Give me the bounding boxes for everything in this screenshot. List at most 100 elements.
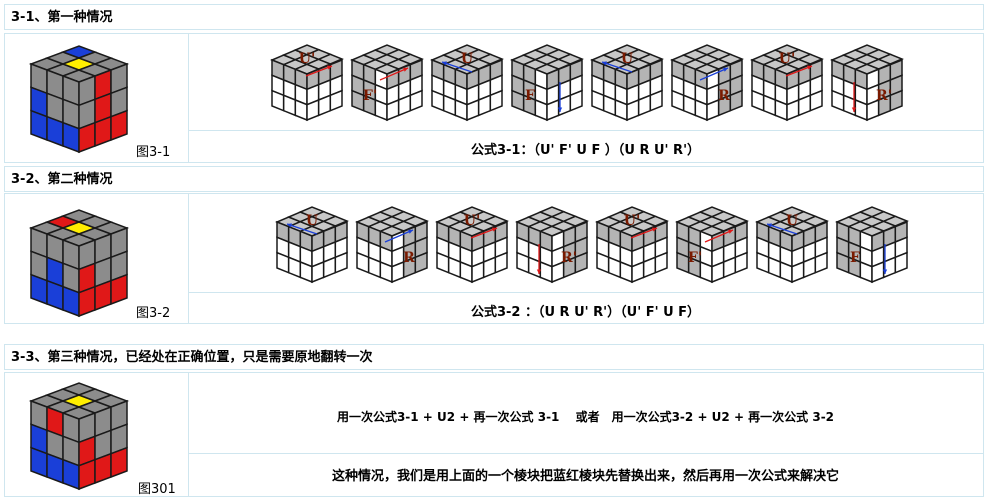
top-sticker: [876, 53, 904, 65]
right-sticker: [110, 446, 128, 479]
arrow-head: [536, 269, 542, 274]
step-cube-3-1-3: U: [430, 44, 504, 122]
right-sticker: [409, 89, 423, 112]
move-label: R: [718, 88, 730, 104]
top-sticker: [321, 215, 349, 227]
step-cube-3-2-7: U: [755, 206, 829, 284]
right-sticker: [110, 273, 128, 306]
move-arrow: [601, 61, 633, 73]
right-sticker: [894, 251, 908, 274]
right-sticker: [809, 89, 823, 112]
arrow-head: [403, 67, 408, 72]
left-sticker: [46, 452, 64, 485]
move-label: U: [461, 51, 473, 67]
top-sticker: [396, 53, 424, 65]
move-label: F: [850, 250, 860, 266]
left-sticker: [62, 458, 80, 491]
top-sticker: [801, 215, 829, 227]
top-sticker: [561, 215, 589, 227]
right-sticker: [78, 285, 96, 318]
cube-figure-3-2: [23, 206, 135, 318]
move-arrow: [704, 229, 734, 243]
left-sticker: [30, 273, 48, 306]
figure-label-3-1: 图3-1: [136, 145, 171, 160]
right-sticker: [110, 109, 128, 142]
top-sticker: [716, 53, 744, 65]
figure-cell-3-3: 图301: [5, 373, 189, 497]
step-cube-3-2-6: F': [675, 206, 749, 284]
step-cube-3-1-6: R: [670, 44, 744, 122]
cube-figure-3-1: [23, 42, 135, 154]
formula-3-2: 公式3-2 ：（U R U' R'）（U' F' U F）: [470, 305, 701, 320]
left-sticker: [62, 285, 80, 318]
step-cube-3-1-1: U': [270, 44, 344, 122]
right-sticker: [489, 89, 503, 112]
top-sticker: [796, 53, 824, 65]
arrow-head: [442, 61, 447, 66]
arrow-head: [767, 223, 772, 228]
move-label: U: [306, 213, 318, 229]
divider: [188, 292, 983, 293]
right-sticker: [734, 251, 748, 274]
move-label: U: [621, 51, 633, 67]
left-sticker: [62, 121, 80, 154]
move-arrow: [441, 61, 473, 73]
step-cube-3-2-3: U': [435, 206, 509, 284]
step-cube-3-2-2: R: [355, 206, 429, 284]
step-cube-3-1-2: F': [350, 44, 424, 122]
left-sticker: [30, 109, 48, 142]
step-cube-3-2-4: R': [515, 206, 589, 284]
right-sticker: [334, 251, 348, 274]
divider: [188, 130, 983, 131]
arrow-head: [652, 227, 657, 232]
top-sticker: [401, 215, 429, 227]
arrow-head: [723, 67, 728, 72]
top-sticker: [721, 215, 749, 227]
move-label: R': [561, 250, 577, 266]
arrow-head: [728, 229, 733, 234]
section-row-3-1: 图3-1 U' F' U F U R U' R' 公式3-1：（U' F' U F ）（U R…: [4, 33, 984, 163]
right-sticker: [94, 452, 112, 485]
right-sticker: [654, 251, 668, 274]
right-sticker: [329, 89, 343, 112]
move-arrow: [379, 67, 409, 81]
right-sticker: [574, 251, 588, 274]
arrow-head: [851, 107, 857, 112]
section-row-3-3: 图301 用一次公式3-1 + U2 + 再一次公式 3-1 或者 用一次公式3…: [4, 372, 984, 497]
top-sticker: [476, 53, 504, 65]
figure-label-3-2: 图3-2: [136, 306, 171, 321]
left-sticker: [30, 446, 48, 479]
instruction-line-2: 这种情况，我们是用上面的一个棱块把蓝红棱块先替换出来，然后再用一次公式来解决它: [331, 469, 839, 484]
right-sticker: [94, 279, 112, 312]
figure-label-3-3: 图301: [138, 482, 176, 497]
figure-cell-3-2: 图3-2: [5, 194, 189, 323]
step-cube-3-2-5: U': [595, 206, 669, 284]
right-sticker: [78, 458, 96, 491]
move-label: F': [688, 250, 702, 266]
section-title-3-2: 3-2、第二种情况: [4, 166, 984, 192]
step-cube-3-1-8: R': [830, 44, 904, 122]
left-sticker: [46, 279, 64, 312]
section-title-3-1: 3-1、第一种情况: [4, 4, 984, 30]
formula-3-1: 公式3-1：（U' F' U F ）（U R U' R'）: [470, 143, 701, 158]
move-arrow: [305, 65, 333, 77]
section-row-3-2: 图3-2 U R U' R' U' F' U F 公式3-2 ：（U R U' R'）（U' …: [4, 193, 984, 324]
top-sticker: [881, 215, 909, 227]
move-label: F: [525, 88, 535, 104]
move-arrow: [699, 67, 729, 81]
right-sticker: [569, 89, 583, 112]
move-arrow: [286, 223, 318, 235]
move-arrow: [470, 227, 498, 239]
instruction-line-1: 用一次公式3-1 + U2 + 再一次公式 3-1 或者 用一次公式3-2 + …: [336, 410, 835, 424]
move-label: U': [299, 51, 316, 67]
move-label: U: [786, 213, 798, 229]
move-label: U': [464, 213, 481, 229]
top-sticker: [481, 215, 509, 227]
move-arrow: [785, 65, 813, 77]
move-label: U': [624, 213, 641, 229]
arrow-head: [807, 65, 812, 70]
divider: [188, 453, 983, 454]
right-sticker: [649, 89, 663, 112]
arrow-head: [882, 269, 888, 274]
move-label: U': [779, 51, 796, 67]
